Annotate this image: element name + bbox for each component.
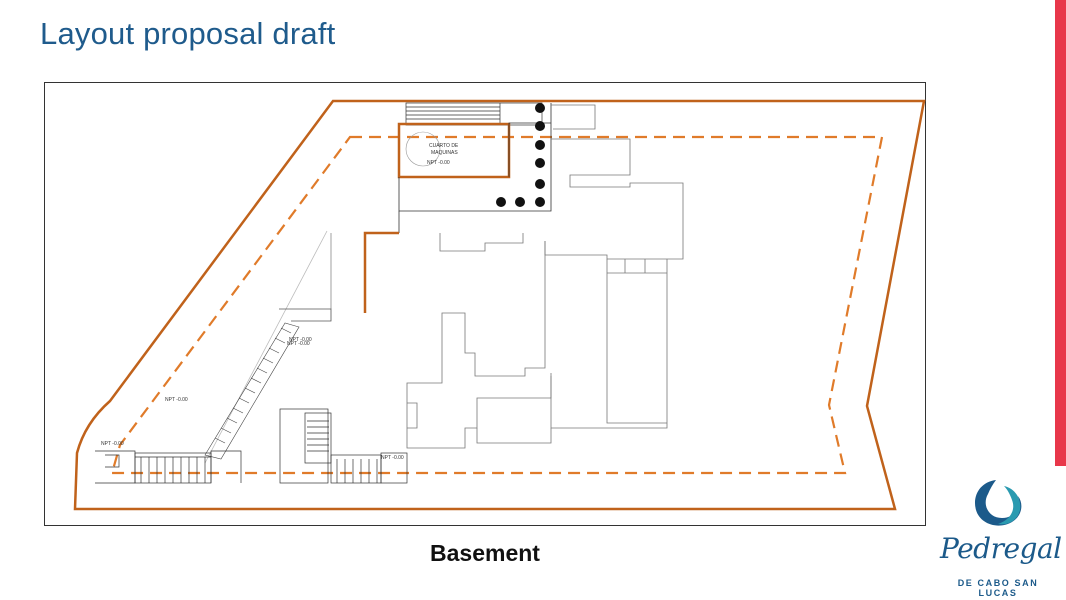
level-mark-4: NPT -0.00 (165, 397, 188, 403)
level-mark-6: NPT -0.00 (381, 455, 404, 461)
level-mark-1: NPT -0.00 (427, 160, 450, 166)
floor-plan-drawing: CUARTO DE MAQUINAS NPT -0.00 (73, 99, 926, 511)
machine-room-label-2: MAQUINAS (431, 150, 458, 156)
columns (496, 103, 545, 207)
setback-line (110, 135, 884, 475)
lower-stairs (95, 408, 408, 484)
ramp-landing (279, 308, 332, 322)
upper-core-walls (398, 103, 552, 233)
slide-title: Layout proposal draft (40, 16, 336, 51)
plan-caption: Basement (430, 540, 540, 566)
top-stairs (405, 102, 543, 126)
level-marks: NPT -0.00 NPT -0.00 NPT -0.00 NPT -0.00 … (101, 337, 404, 461)
machine-room-label: CUARTO DE (429, 143, 459, 149)
level-mark-2: NPT -0.00 (289, 337, 312, 343)
ramp-edge (204, 230, 328, 464)
pedregal-logo: Pedregal DE CABO SAN LUCAS (940, 476, 1062, 598)
level-mark-5: NPT -0.00 (101, 441, 124, 447)
property-boundary (73, 99, 926, 511)
level-mark-3: NPT -0.00 (287, 341, 310, 347)
diagonal-stair (204, 322, 300, 460)
machine-room-tank (405, 131, 441, 167)
floor-plan-frame: CUARTO DE MAQUINAS NPT -0.00 (44, 82, 926, 526)
wave-swirl-icon (974, 480, 1022, 526)
accent-bar (1055, 0, 1066, 466)
logo-name: Pedregal (940, 532, 1062, 565)
logo-subtitle: DE CABO SAN LUCAS (957, 578, 1039, 598)
orange-wall (363, 231, 399, 313)
building-outline (406, 104, 684, 449)
